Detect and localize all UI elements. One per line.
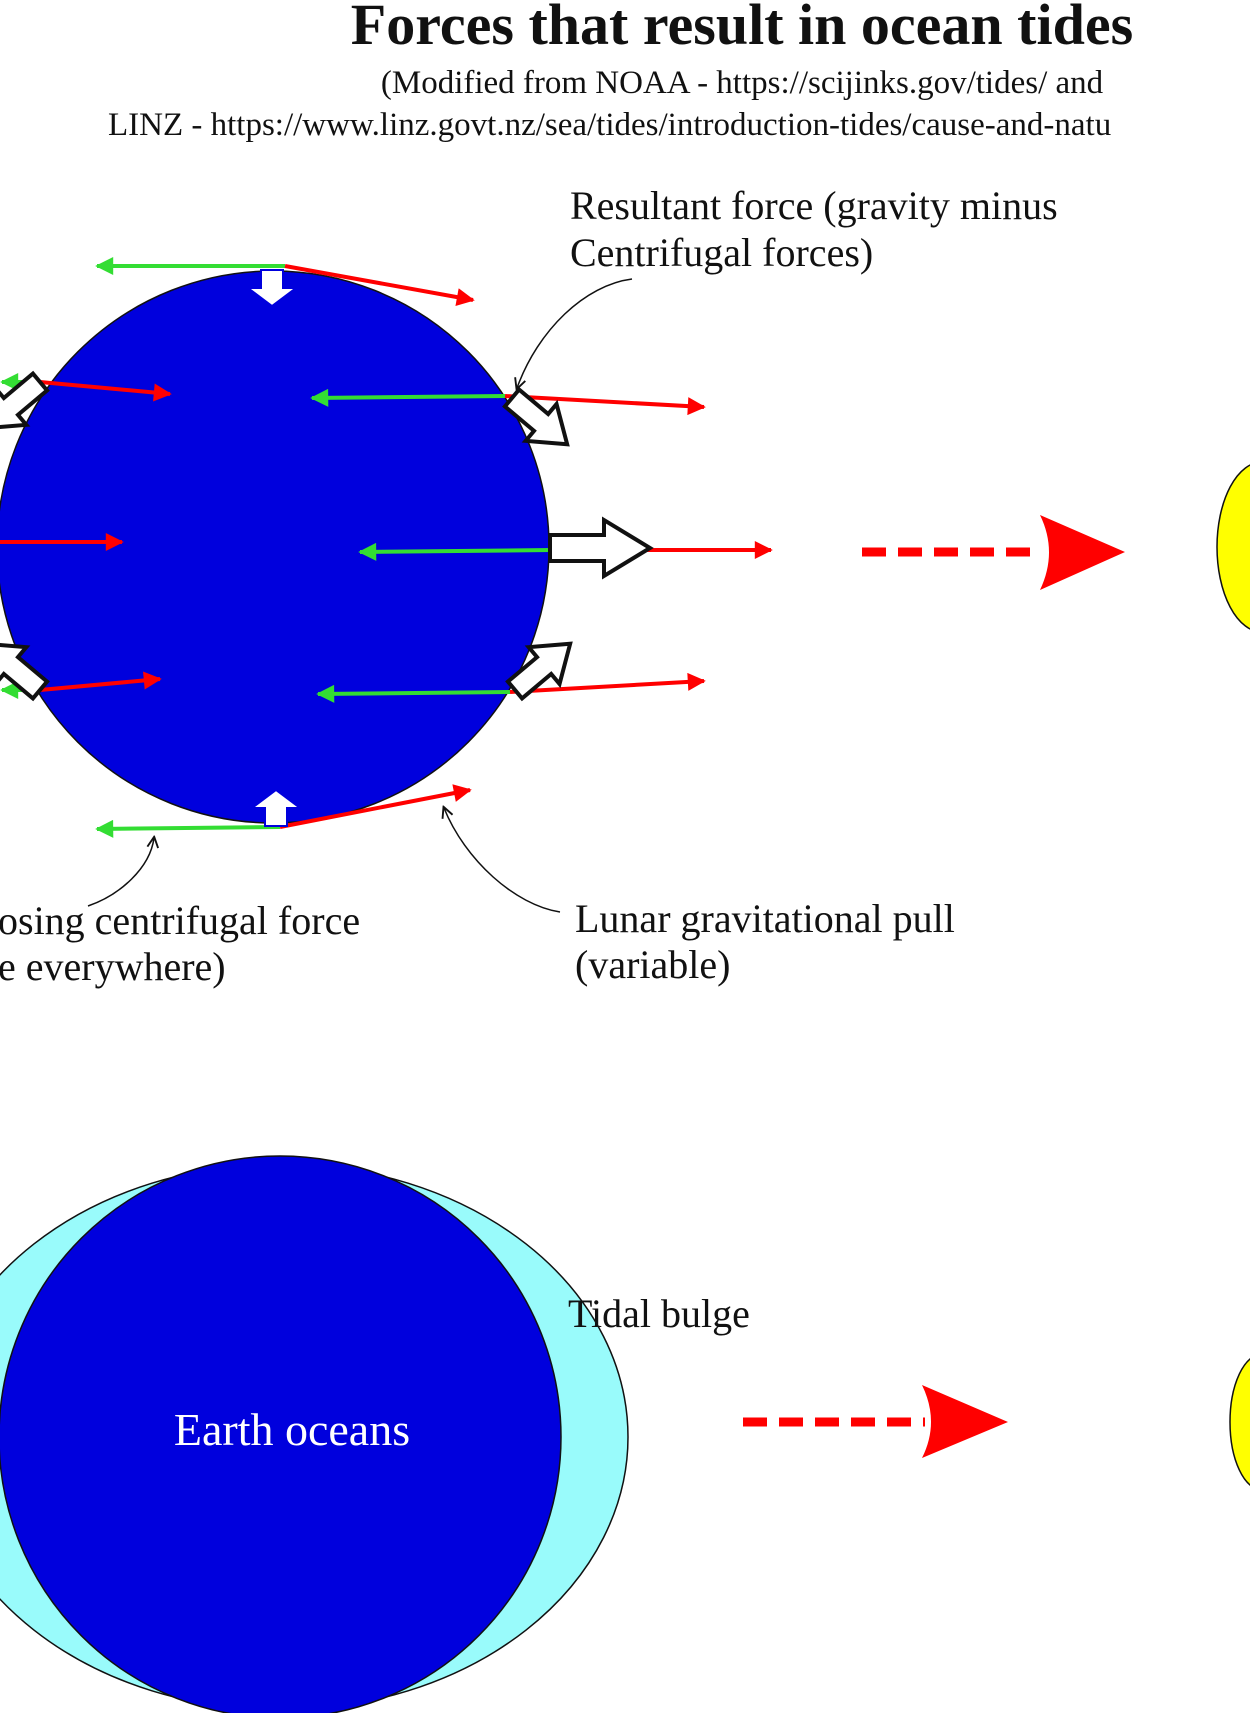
resultant-arrow-lower-right bbox=[505, 641, 573, 702]
centrifugal-label-line1: osing centrifugal force bbox=[0, 898, 360, 943]
resultant-arrow-bottom bbox=[249, 788, 303, 827]
resultant-arrow-top bbox=[245, 269, 299, 308]
lunar-arrow-top bbox=[284, 264, 475, 306]
moon-direction-arrow-bottom bbox=[743, 1385, 1008, 1458]
source-line-1: (Modified from NOAA - https://scijinks.g… bbox=[381, 65, 1104, 101]
lunar-label-line1: Lunar gravitational pull bbox=[575, 896, 955, 941]
lunar-arrow-upper-right bbox=[504, 394, 706, 416]
source-line-2: LINZ - https://www.linz.govt.nz/sea/tide… bbox=[108, 107, 1111, 143]
earth-top bbox=[0, 270, 550, 824]
resultant-label-line1: Resultant force (gravity minus bbox=[570, 183, 1058, 228]
centrifugal-label-line2: e everywhere) bbox=[0, 944, 226, 989]
lunar-leader bbox=[444, 808, 561, 913]
resultant-label-line2: Centrifugal forces) bbox=[570, 230, 873, 275]
resultant-arrow-lower-left bbox=[0, 641, 50, 702]
earth-bottom bbox=[0, 1155, 562, 1713]
resultant-arrow-upper-left bbox=[0, 370, 50, 431]
moon-bottom bbox=[1229, 1357, 1250, 1487]
centrifugal-arrow-lower-right bbox=[316, 684, 511, 703]
centrifugal-arrow-middle bbox=[358, 542, 553, 561]
centrifugal-leader bbox=[87, 838, 154, 907]
lunar-arrow-bottom bbox=[279, 784, 472, 829]
moon-top bbox=[1216, 464, 1250, 630]
lunar-arrow-upper-left bbox=[39, 380, 172, 402]
centrifugal-arrow-upper-right bbox=[310, 388, 506, 407]
tidal-bulge-label: Tidal bulge bbox=[568, 1291, 750, 1336]
earth-oceans-label: Earth oceans bbox=[174, 1404, 410, 1455]
centrifugal-arrow-bottom bbox=[95, 819, 281, 838]
page-title: Forces that result in ocean tides bbox=[351, 0, 1133, 57]
resultant-arrows bbox=[0, 269, 654, 827]
lunar-label-line2: (variable) bbox=[575, 942, 730, 987]
resultant-leader bbox=[517, 278, 633, 388]
lunar-arrow-lower-right bbox=[509, 672, 706, 694]
moon-direction-arrow-top bbox=[862, 515, 1125, 590]
resultant-arrow-upper-right bbox=[502, 386, 570, 447]
resultant-arrow-right bbox=[548, 516, 654, 580]
lunar-arrow-lower-left bbox=[39, 671, 162, 692]
